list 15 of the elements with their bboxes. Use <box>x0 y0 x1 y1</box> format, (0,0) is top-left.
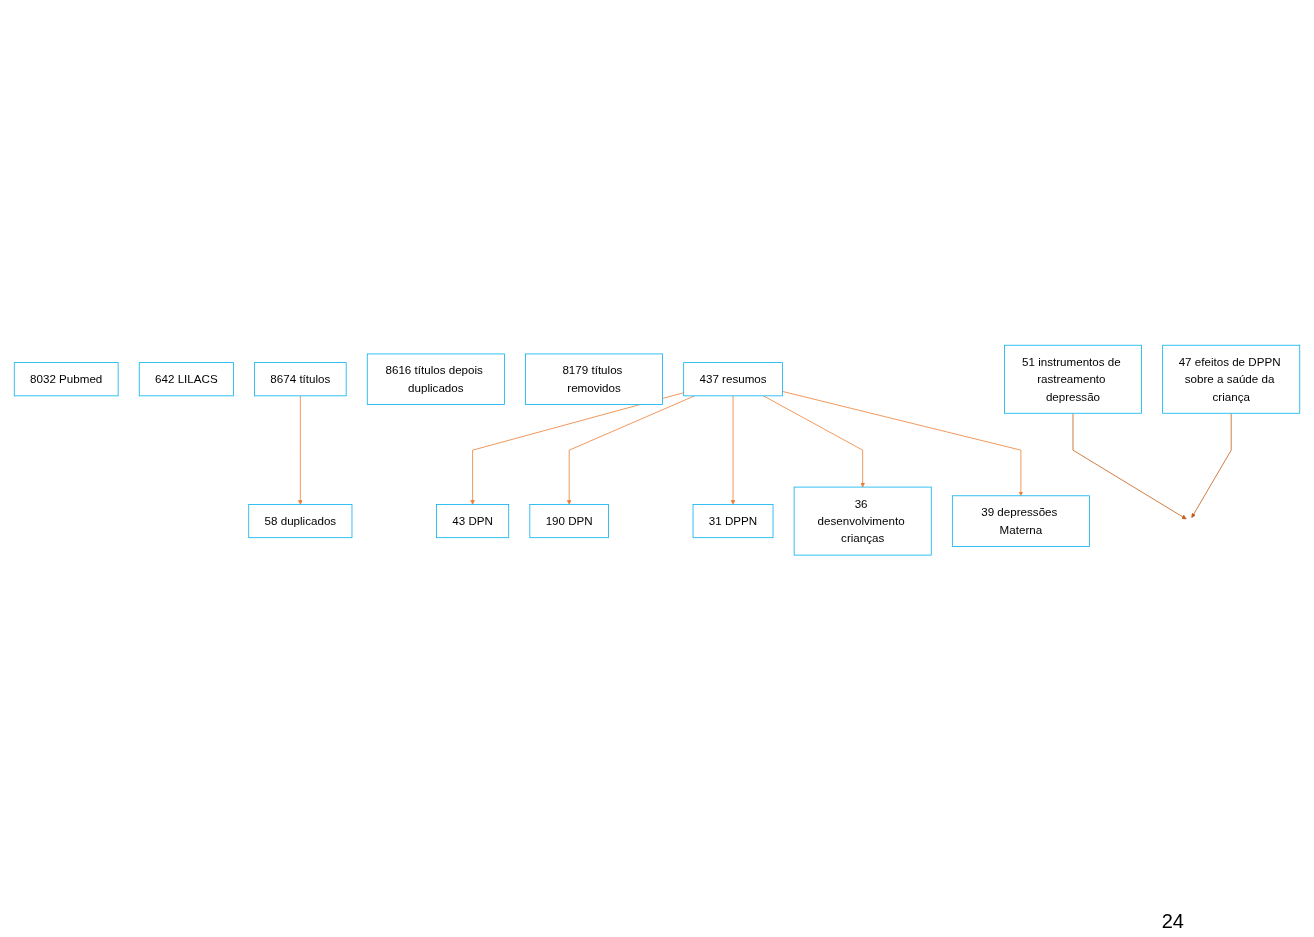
node-box: 51 instrumentos de rastreamento depressão <box>1004 344 1142 414</box>
node-box: 8032 Pubmed <box>13 362 119 397</box>
node-box: 47 efeitos de DPPN sobre a saúde da criança <box>1162 344 1301 414</box>
node-box: 8616 títulos depois duplicados <box>366 353 505 405</box>
node-box: 39 depressões Materna <box>951 495 1090 547</box>
node-box: 642 LILACS <box>138 362 234 397</box>
node-box: 31 DPPN <box>692 503 774 538</box>
node-box: 190 DPN <box>529 503 609 538</box>
node-box: 8179 títulos removidos <box>525 353 663 405</box>
node-box: 43 DPN <box>436 503 510 538</box>
node-box: 437 resumos <box>683 362 783 397</box>
node-box: 58 duplicados <box>248 503 353 538</box>
node-box: 8674 títulos <box>254 362 347 397</box>
node-box: 36 desenvolvimento crianças <box>793 486 932 556</box>
page-number: 24 <box>1161 910 1184 932</box>
